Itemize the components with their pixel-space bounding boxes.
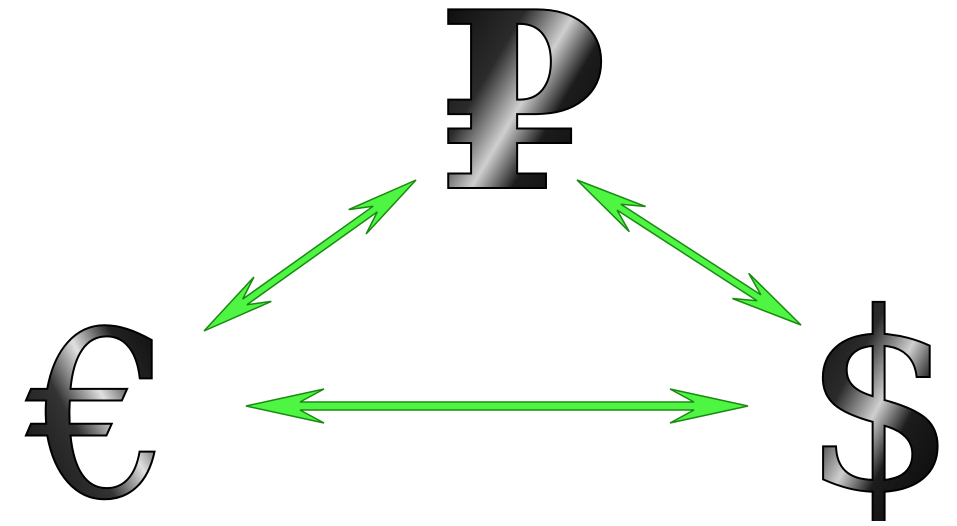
ruble-symbol: ₽ <box>437 0 607 246</box>
arrow-ruble-dollar <box>576 179 802 326</box>
arrow-euro-ruble <box>203 179 417 332</box>
euro-symbol: € <box>26 284 173 521</box>
arrow-euro-dollar <box>245 388 749 424</box>
dollar-symbol: $ <box>802 261 957 521</box>
